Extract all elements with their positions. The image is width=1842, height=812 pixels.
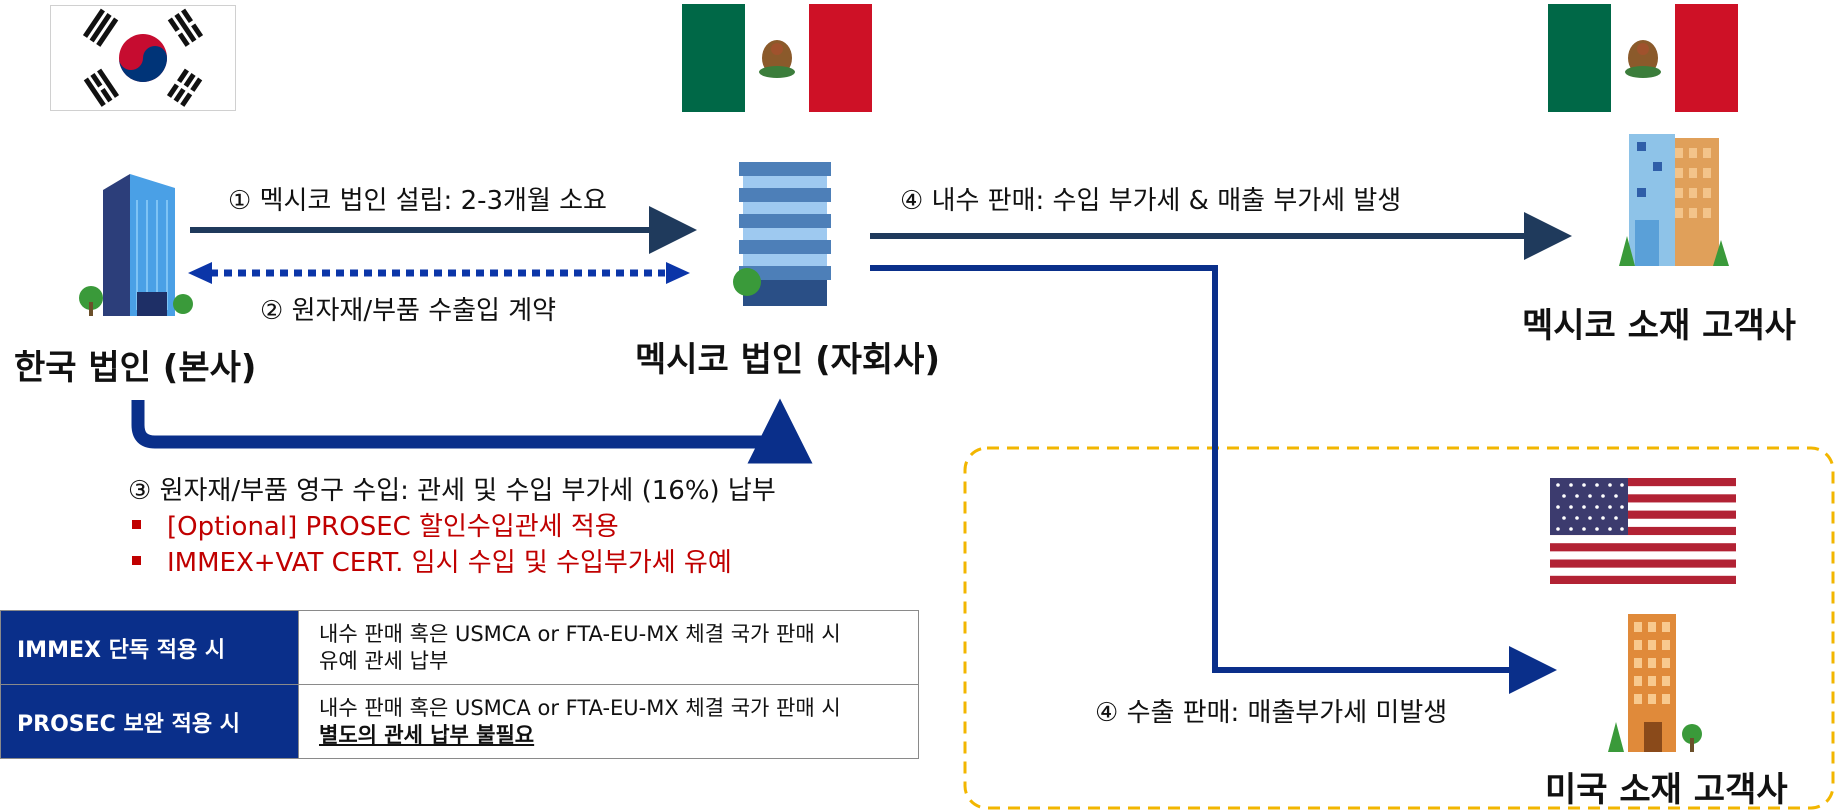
mexico-customer-flag-icon	[1548, 4, 1738, 112]
arrow-permanent-import	[131, 398, 813, 464]
table-value-prosec: 내수 판매 혹은 USMCA or FTA-EU-MX 체결 국가 판매 시 별…	[298, 684, 919, 759]
node-us-customer: 미국 소재 고객사	[1545, 770, 1788, 810]
bullet-square-icon	[132, 556, 141, 565]
table-value-line: 유예 관세 납부	[319, 648, 449, 673]
mexico-flag-icon	[682, 4, 872, 112]
table-row: IMMEX 단독 적용 시 내수 판매 혹은 USMCA or FTA-EU-M…	[0, 610, 919, 685]
edge-label-contract: ② 원자재/부품 수출입 계약	[260, 296, 557, 326]
korea-flag-icon	[50, 5, 236, 111]
bullet-square-icon	[132, 520, 141, 529]
edge-label-permanent-import: ③ 원자재/부품 영구 수입: 관세 및 수입 부가세 (16%) 납부	[128, 476, 776, 506]
arrow-contract-head-left	[188, 262, 212, 284]
node-mexico-customer: 멕시코 소재 고객사	[1522, 306, 1796, 346]
korea-hq-building-icon	[75, 170, 195, 320]
note-immex-text: IMMEX+VAT CERT. 임시 수입 및 수입부가세 유예	[167, 548, 732, 578]
program-comparison-table: IMMEX 단독 적용 시 내수 판매 혹은 USMCA or FTA-EU-M…	[0, 610, 919, 759]
edge-label-domestic-sale: ④ 내수 판매: 수입 부가세 & 매출 부가세 발생	[900, 186, 1402, 216]
edge-label-establish: ① 멕시코 법인 설립: 2-3개월 소요	[228, 186, 607, 216]
table-key-prosec: PROSEC 보완 적용 시	[0, 684, 299, 759]
node-mexico-sub: 멕시코 법인 (자회사)	[635, 340, 940, 380]
table-key-immex: IMMEX 단독 적용 시	[0, 610, 299, 685]
note-prosec-text: [Optional] PROSEC 할인수입관세 적용	[167, 512, 619, 542]
arrow-export-sale	[870, 265, 1557, 694]
table-value-line-emphasis: 별도의 관세 납부 불필요	[319, 722, 535, 747]
node-korea-hq: 한국 법인 (본사)	[14, 348, 257, 388]
mexico-sub-building-icon	[725, 158, 845, 308]
note-immex: IMMEX+VAT CERT. 임시 수입 및 수입부가세 유예	[132, 542, 732, 579]
arrow-contract-head-right	[666, 262, 690, 284]
table-value-line: 내수 판매 혹은 USMCA or FTA-EU-MX 체결 국가 판매 시	[319, 621, 841, 646]
mexico-customer-building-icon	[1605, 132, 1735, 272]
edge-label-export-sale: ④ 수출 판매: 매출부가세 미발생	[1095, 698, 1448, 728]
usa-flag-icon	[1550, 478, 1736, 584]
table-value-immex: 내수 판매 혹은 USMCA or FTA-EU-MX 체결 국가 판매 시 유…	[298, 610, 919, 685]
table-value-line: 내수 판매 혹은 USMCA or FTA-EU-MX 체결 국가 판매 시	[319, 695, 841, 720]
table-row: PROSEC 보완 적용 시 내수 판매 혹은 USMCA or FTA-EU-…	[0, 684, 919, 759]
note-prosec: [Optional] PROSEC 할인수입관세 적용	[132, 506, 619, 543]
us-region-border	[963, 446, 1835, 810]
us-customer-building-icon	[1598, 610, 1713, 755]
